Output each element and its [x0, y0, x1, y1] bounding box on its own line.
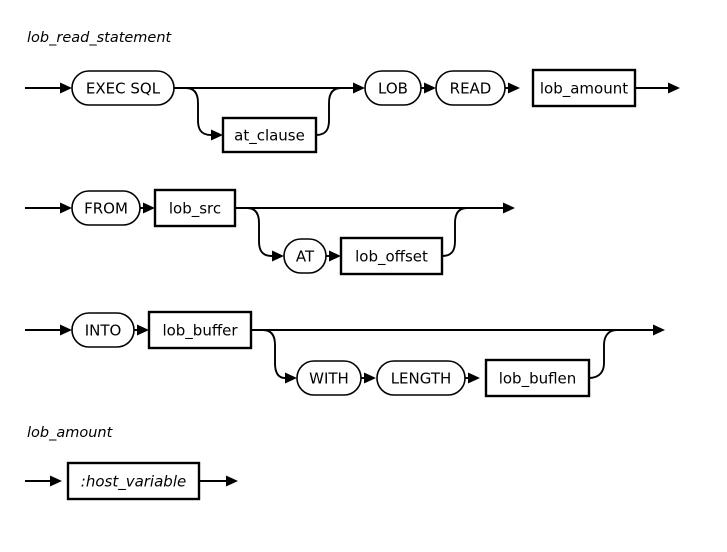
- arrowhead-into-length: [364, 372, 376, 384]
- arrowhead-exit-row2: [503, 202, 515, 214]
- arrowhead-exit-row4: [226, 475, 238, 487]
- arrowhead-into-lob-src: [143, 202, 155, 214]
- terminal-from-label: FROM: [84, 200, 128, 218]
- terminal-exec-sql-label: EXEC SQL: [86, 80, 161, 98]
- rail-branch-up-with: [588, 329, 618, 379]
- terminal-into-label: INTO: [85, 322, 122, 340]
- rail-branch-down-at: [246, 207, 273, 257]
- terminal-length-label: LENGTH: [391, 370, 452, 388]
- terminal-at-label: AT: [296, 248, 315, 266]
- diagram-row-1: EXEC SQL at_clause LOB READ lob_amount: [25, 68, 680, 154]
- nonterminal-lob-src: [153, 188, 237, 228]
- section-title-lob-amount: lob_amount: [27, 425, 114, 441]
- nonterminal-lob-src-label: lob_src: [169, 200, 221, 219]
- diagram-row-2: FROM lob_src AT lob_offset: [25, 188, 515, 276]
- arrowhead-into-lob-buffer: [137, 324, 149, 336]
- arrowhead-into-at-clause: [211, 129, 223, 141]
- nonterminal-host-variable-label: :host_variable: [81, 473, 186, 492]
- nonterminal-host-variable: [66, 461, 201, 501]
- arrowhead-into-lob-amount: [508, 82, 520, 94]
- arrowhead-into-lob-buflen: [468, 372, 480, 384]
- arrowhead-exit-row1: [668, 82, 680, 94]
- nonterminal-lob-buffer: [147, 310, 253, 350]
- section-title-lob-read-statement: lob_read_statement: [27, 30, 173, 46]
- nonterminal-lob-offset: [339, 236, 444, 276]
- arrowhead-into-with: [285, 372, 297, 384]
- terminal-lob-label: LOB: [378, 80, 408, 98]
- arrowhead-into-lob-offset: [329, 250, 341, 262]
- rail-branch-up-at: [441, 207, 468, 257]
- nonterminal-lob-offset-label: lob_offset: [355, 248, 428, 267]
- arrowhead-exit-row3: [653, 324, 665, 336]
- terminal-with-label: WITH: [309, 370, 349, 388]
- rail-branch-down-at-clause: [185, 87, 212, 136]
- arrowhead-into-lob: [353, 82, 365, 94]
- nonterminal-at-clause-label: at_clause: [234, 127, 305, 146]
- nonterminal-lob-amount-label: lob_amount: [540, 80, 628, 99]
- arrowhead-into-from: [60, 202, 72, 214]
- diagram-row-4: :host_variable: [25, 461, 238, 501]
- nonterminal-lob-buffer-label: lob_buffer: [162, 322, 238, 341]
- rail-branch-up-at-clause: [315, 87, 342, 136]
- diagram-row-3: INTO lob_buffer WITH LENGTH lob_buflen: [25, 310, 665, 398]
- arrowhead-into-exec-sql: [60, 82, 72, 94]
- arrowhead-into-at: [272, 250, 284, 262]
- nonterminal-lob-buflen-label: lob_buflen: [499, 370, 577, 389]
- arrowhead-into-into: [60, 324, 72, 336]
- terminal-read-label: READ: [450, 80, 492, 98]
- nonterminal-lob-amount: [531, 68, 637, 108]
- rail-branch-down-with: [262, 329, 286, 379]
- arrowhead-into-read: [424, 82, 436, 94]
- arrowhead-into-host-variable: [50, 475, 62, 487]
